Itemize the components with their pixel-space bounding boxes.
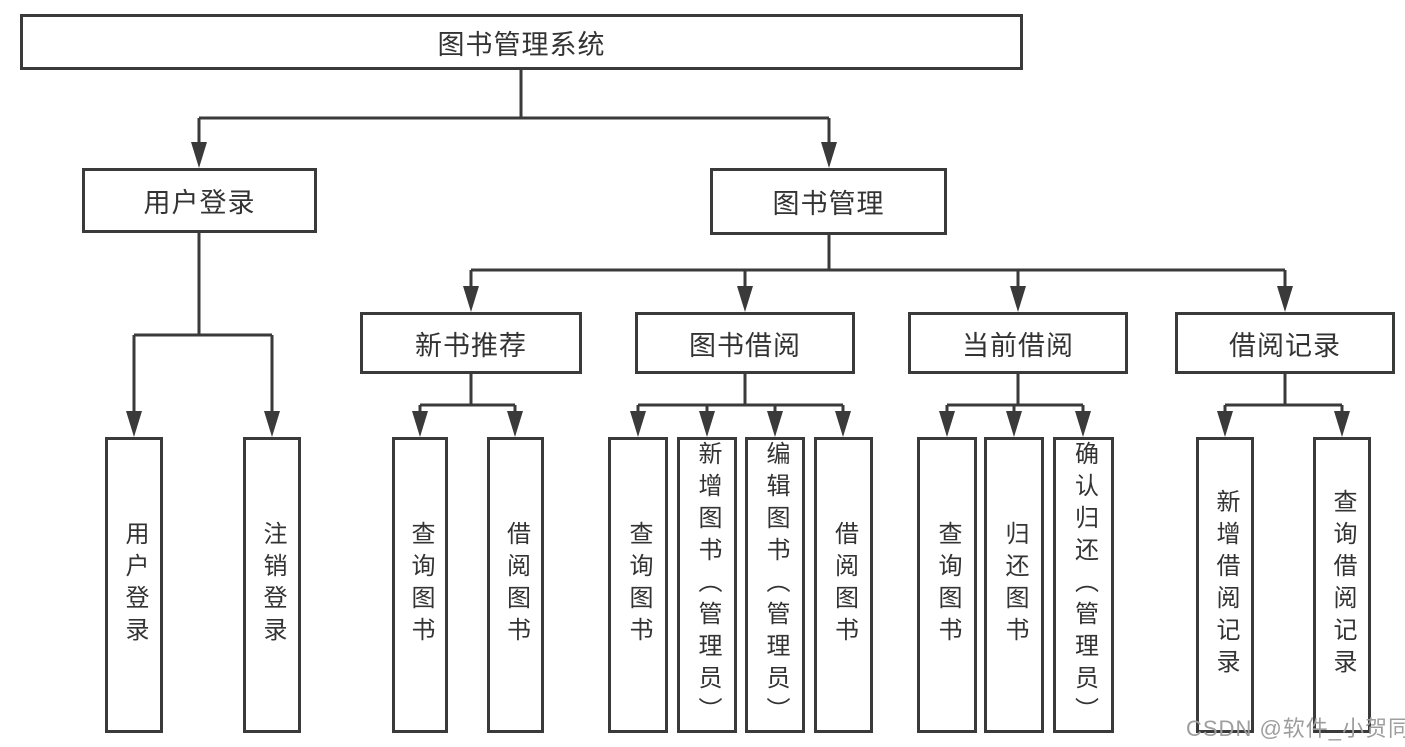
node-library-management-system: 图书管理系统 (20, 14, 1023, 70)
node-user-login: 用户登录 (82, 168, 317, 233)
arrowhead-icon (1277, 286, 1293, 312)
connector-book-borrow-to-children (630, 374, 851, 437)
node-add-books-admin: 新增图书（管理员） (677, 437, 737, 733)
arrowhead-icon (126, 411, 142, 437)
node-new-book-recommend: 新书推荐 (360, 312, 582, 374)
node-query-books-borrow: 查询图书 (608, 437, 668, 733)
arrowhead-icon (1334, 411, 1350, 437)
arrowhead-icon (1217, 411, 1233, 437)
arrowhead-icon (1075, 411, 1091, 437)
node-query-books-recommend: 查询图书 (392, 437, 448, 733)
arrowhead-icon (939, 411, 955, 437)
arrowhead-icon (630, 411, 646, 437)
node-user-login-leaf: 用户登录 (105, 437, 163, 733)
node-logout: 注销登录 (243, 437, 301, 733)
arrowhead-icon (463, 286, 479, 312)
arrowhead-icon (507, 411, 523, 437)
arrowhead-icon (1006, 411, 1022, 437)
connector-current-borrow-to-children (939, 374, 1091, 437)
node-book-management: 图书管理 (710, 168, 947, 235)
connector-user-login-to-children (126, 233, 280, 437)
arrowhead-icon (821, 142, 837, 168)
node-return-books: 归还图书 (984, 437, 1044, 733)
node-query-borrow-record: 查询借阅记录 (1313, 437, 1371, 733)
node-current-borrow: 当前借阅 (908, 312, 1128, 374)
node-confirm-return-admin: 确认归还（管理员） (1053, 437, 1114, 733)
node-book-borrow: 图书借阅 (635, 312, 855, 374)
arrowhead-icon (767, 411, 783, 437)
arrowhead-icon (835, 411, 851, 437)
arrowhead-icon (737, 286, 753, 312)
connector-borrow-records-to-children (1217, 374, 1350, 437)
arrowhead-icon (264, 411, 280, 437)
node-borrow-books-leaf: 借阅图书 (814, 437, 873, 733)
node-add-borrow-record: 新增借阅记录 (1196, 437, 1254, 733)
connector-book-management-to-level3 (463, 235, 1293, 312)
node-edit-books-admin: 编辑图书（管理员） (745, 437, 805, 733)
arrowhead-icon (191, 142, 207, 168)
csdn-watermark: CSDN @软件_小贺同学 (1186, 716, 1405, 741)
connector-root-to-level2 (191, 70, 837, 168)
node-query-books-current: 查询图书 (917, 437, 977, 733)
arrowhead-icon (1010, 286, 1026, 312)
node-borrow-records: 借阅记录 (1175, 312, 1395, 374)
arrowhead-icon (412, 411, 428, 437)
node-borrow-books-recommend: 借阅图书 (487, 437, 544, 733)
arrowhead-icon (699, 411, 715, 437)
connector-new-book-recommend-to-children (412, 374, 523, 437)
